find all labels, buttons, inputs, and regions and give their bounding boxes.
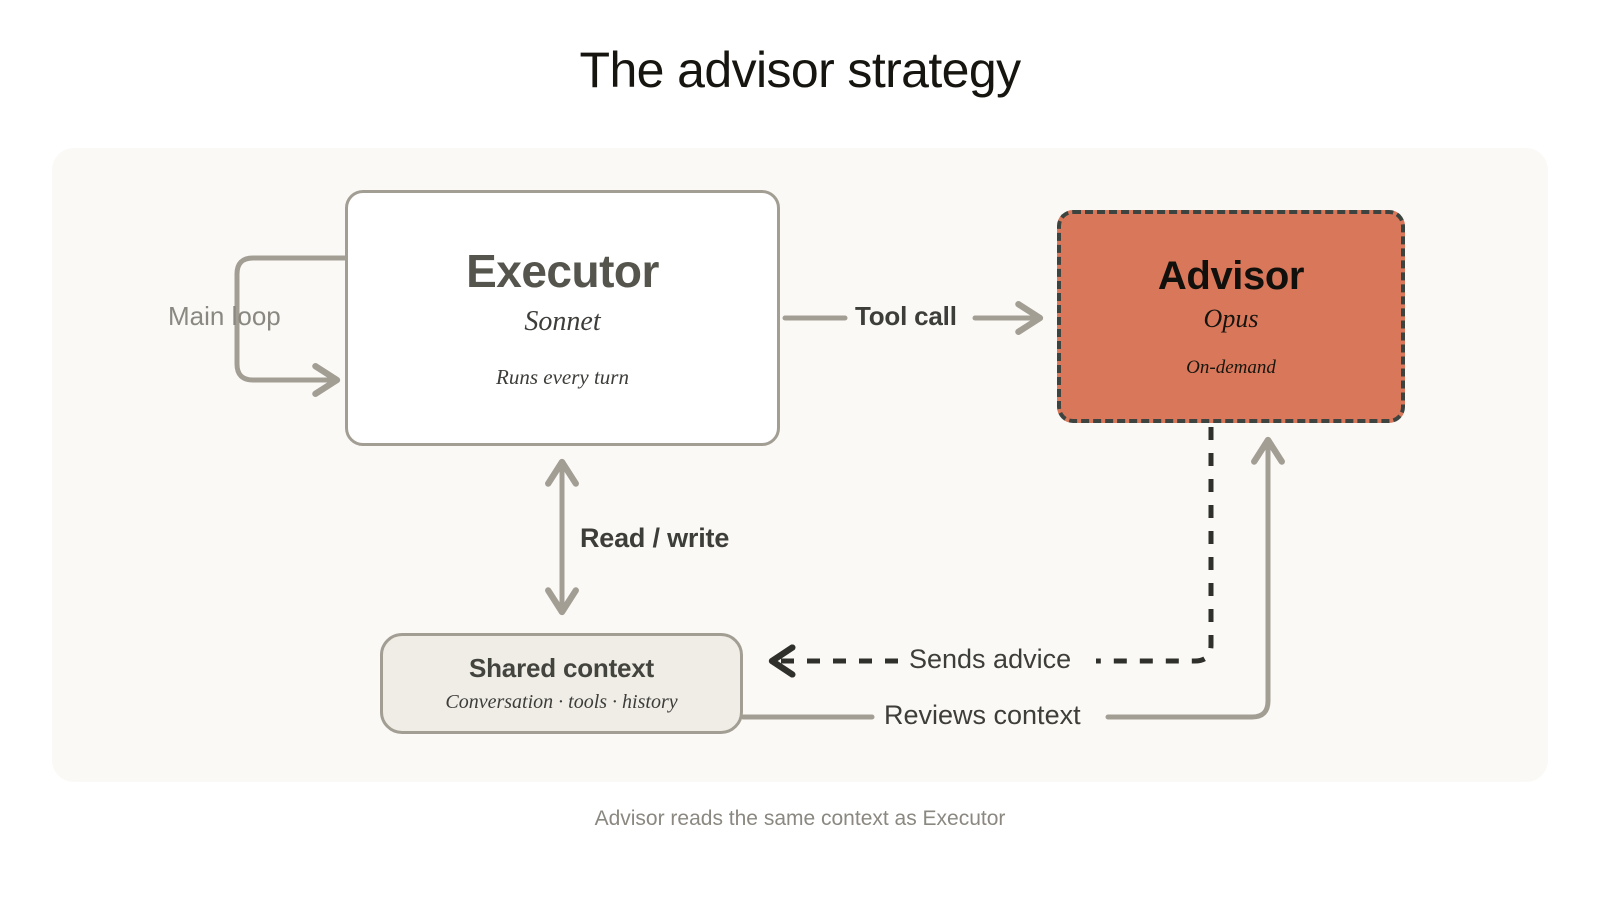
page-title: The advisor strategy (579, 42, 1022, 98)
node-advisor-note: On-demand (1186, 357, 1276, 378)
node-executor-title: Executor (466, 245, 659, 297)
node-shared-context[interactable]: Shared context Conversation · tools · hi… (380, 633, 743, 734)
edge-label-tool-call: Tool call (855, 301, 957, 331)
node-advisor-model: Opus (1203, 304, 1259, 333)
node-executor-model: Sonnet (524, 306, 601, 337)
edge-label-main-loop: Main loop (168, 301, 281, 331)
node-advisor-title: Advisor (1157, 254, 1305, 298)
diagram-caption: Advisor reads the same context as Execut… (594, 807, 1006, 830)
node-advisor[interactable]: Advisor Opus On-demand (1057, 210, 1405, 423)
edge-label-read-write: Read / write (580, 523, 730, 553)
node-executor[interactable]: Executor Sonnet Runs every turn (345, 190, 780, 446)
node-executor-note: Runs every turn (496, 365, 629, 389)
node-shared-context-title: Shared context (468, 653, 655, 683)
edge-label-reviews-context: Reviews context (884, 700, 1081, 730)
edge-label-sends-advice: Sends advice (909, 644, 1072, 674)
node-shared-context-detail: Conversation · tools · history (445, 691, 678, 713)
